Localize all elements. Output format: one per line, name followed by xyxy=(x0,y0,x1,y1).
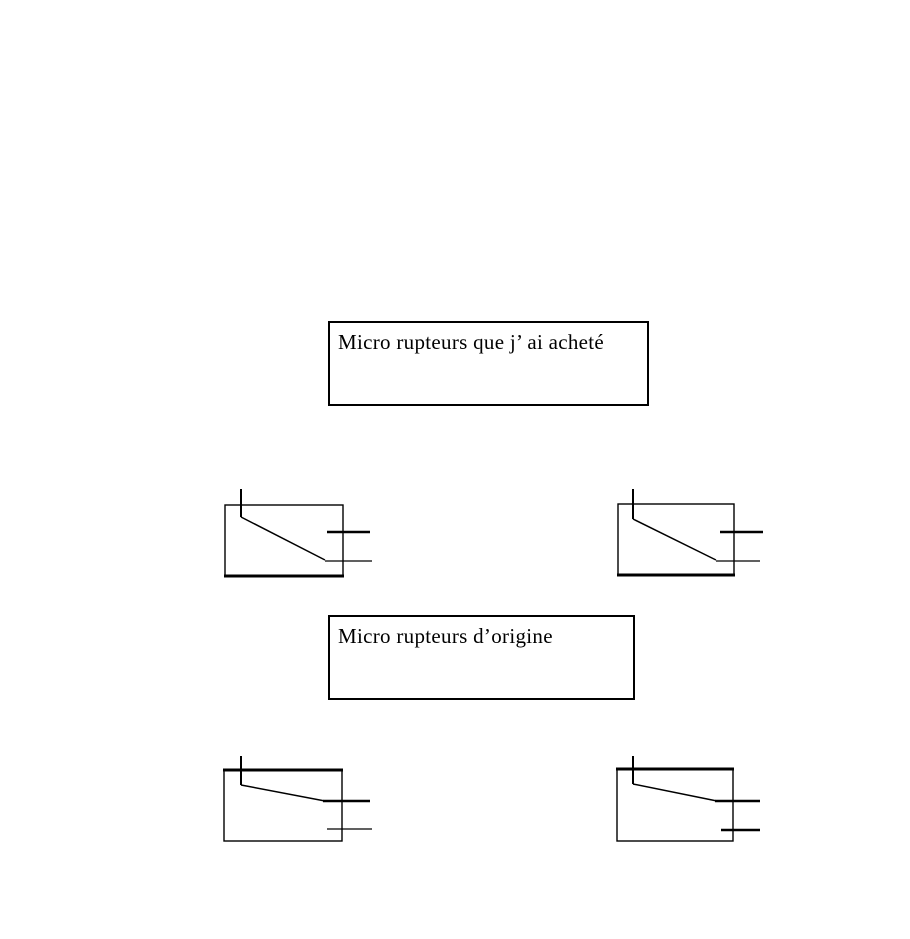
switch-bought-right-lever xyxy=(632,518,717,561)
switch-original-left-lever xyxy=(240,784,326,802)
switch-bought-left xyxy=(224,489,372,578)
label-box-bought: Micro rupteurs que j’ ai acheté xyxy=(328,321,649,406)
switch-original-right xyxy=(616,756,760,842)
switch-original-right-lever xyxy=(632,783,718,802)
switch-bought-left-body xyxy=(224,504,344,577)
switch-bought-left-lever xyxy=(240,516,326,561)
label-text-original: Micro rupteurs d’origine xyxy=(338,624,553,648)
switch-original-right-body xyxy=(616,768,734,842)
label-box-original: Micro rupteurs d’origine xyxy=(328,615,635,700)
label-text-bought: Micro rupteurs que j’ ai acheté xyxy=(338,330,605,354)
switch-bought-right xyxy=(617,489,763,577)
switch-original-left xyxy=(223,756,372,842)
